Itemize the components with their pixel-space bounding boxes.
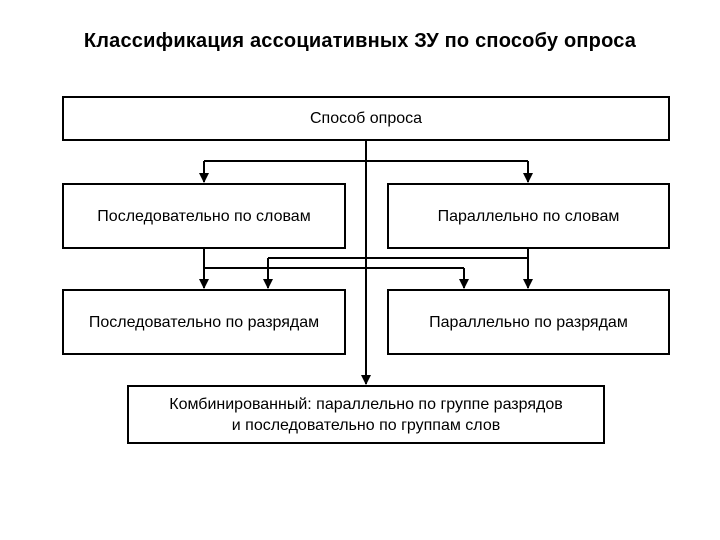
node-polling-method: Способ опроса — [62, 96, 670, 141]
node-parallel-by-bits: Параллельно по разрядам — [387, 289, 670, 355]
slide-title: Классификация ассоциативных ЗУ по способ… — [83, 30, 637, 52]
node-sequential-by-words: Последовательно по словам — [62, 183, 346, 249]
node-parallel-by-words: Параллельно по словам — [387, 183, 670, 249]
node-combined: Комбинированный: параллельно по группе р… — [127, 385, 605, 444]
node-sequential-by-bits: Последовательно по разрядам — [62, 289, 346, 355]
